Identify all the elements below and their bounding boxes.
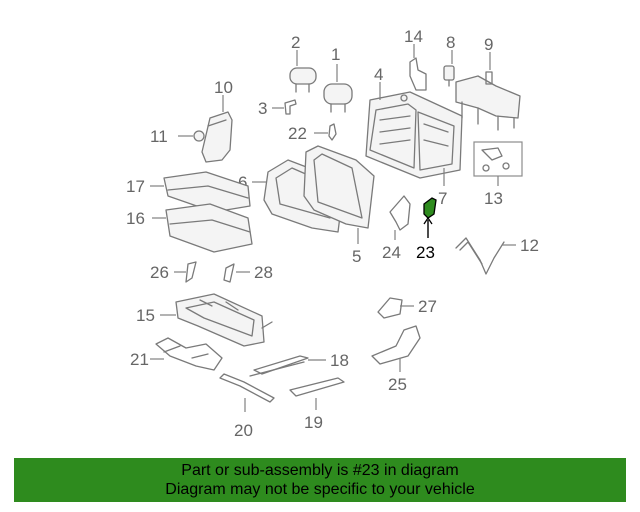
callout-7: 7 bbox=[438, 189, 447, 208]
callout-6: 6 bbox=[238, 173, 247, 192]
parts-diagram: 2 1 3 22 10 11 4 bbox=[126, 27, 539, 440]
callout-10: 10 bbox=[214, 78, 233, 97]
callout-14: 14 bbox=[404, 27, 423, 46]
callout-9: 9 bbox=[484, 35, 493, 54]
callout-1: 1 bbox=[331, 45, 340, 64]
info-banner: Part or sub-assembly is #23 in diagram D… bbox=[14, 458, 626, 502]
callout-24: 24 bbox=[382, 243, 401, 262]
part-3-guide: 3 bbox=[258, 99, 297, 118]
part-17-cushion: 17 bbox=[126, 171, 251, 213]
part-5-seatback-cover: 5 bbox=[303, 145, 375, 266]
callout-2: 2 bbox=[291, 33, 300, 52]
callout-20: 20 bbox=[234, 421, 253, 440]
callout-26: 26 bbox=[150, 263, 169, 282]
callout-25: 25 bbox=[388, 375, 407, 394]
part-22-guide: 22 bbox=[288, 123, 337, 143]
part-26-cover: 26 bbox=[150, 261, 197, 283]
part-25-cover: 25 bbox=[371, 325, 421, 394]
part-28-cover: 28 bbox=[223, 263, 273, 283]
callout-27: 27 bbox=[418, 297, 437, 316]
part-2-headrest: 2 bbox=[289, 33, 317, 93]
callout-23: 23 bbox=[416, 243, 435, 262]
part-12-cable: 12 bbox=[455, 236, 539, 275]
part-13-kit: 13 bbox=[473, 141, 523, 208]
callout-11: 11 bbox=[150, 127, 168, 146]
part-9-hinge: 9 bbox=[455, 35, 521, 131]
part-10-armrest: 10 bbox=[201, 78, 233, 163]
part-27-cover: 27 bbox=[377, 297, 437, 319]
part-11-clip: 11 bbox=[150, 127, 205, 146]
callout-13: 13 bbox=[484, 189, 503, 208]
callout-3: 3 bbox=[258, 99, 267, 118]
callout-5: 5 bbox=[352, 247, 361, 266]
callout-22: 22 bbox=[288, 124, 307, 143]
part-21-mechanism: 21 bbox=[130, 337, 223, 371]
callout-4: 4 bbox=[374, 65, 383, 84]
part-19-rail: 19 bbox=[289, 377, 345, 432]
banner-line-1: Part or sub-assembly is #23 in diagram bbox=[181, 462, 459, 479]
callout-18: 18 bbox=[330, 351, 349, 370]
callout-19: 19 bbox=[304, 413, 323, 432]
banner-line-2: Diagram may not be specific to your vehi… bbox=[165, 481, 475, 498]
callout-28: 28 bbox=[254, 263, 273, 282]
callout-8: 8 bbox=[446, 33, 455, 52]
part-16-cushion: 16 bbox=[126, 203, 253, 253]
part-7-label: 7 bbox=[438, 168, 447, 208]
callout-16: 16 bbox=[126, 209, 145, 228]
part-15-seat-frame: 15 bbox=[136, 293, 273, 347]
callout-17: 17 bbox=[126, 177, 145, 196]
part-20-rail: 20 bbox=[219, 373, 275, 440]
part-23-highlighted[interactable]: 23 bbox=[416, 197, 437, 262]
part-8-lock: 8 bbox=[443, 33, 455, 87]
callout-21: 21 bbox=[130, 350, 149, 369]
callout-12: 12 bbox=[520, 236, 539, 255]
part-18-rail: 18 bbox=[249, 351, 349, 377]
part-1-headrest: 1 bbox=[323, 45, 353, 113]
part-24-cover: 24 bbox=[382, 195, 411, 262]
part-14-bracket: 14 bbox=[404, 27, 427, 91]
part-4-seatback-frame: 4 bbox=[365, 65, 463, 179]
callout-15: 15 bbox=[136, 306, 155, 325]
